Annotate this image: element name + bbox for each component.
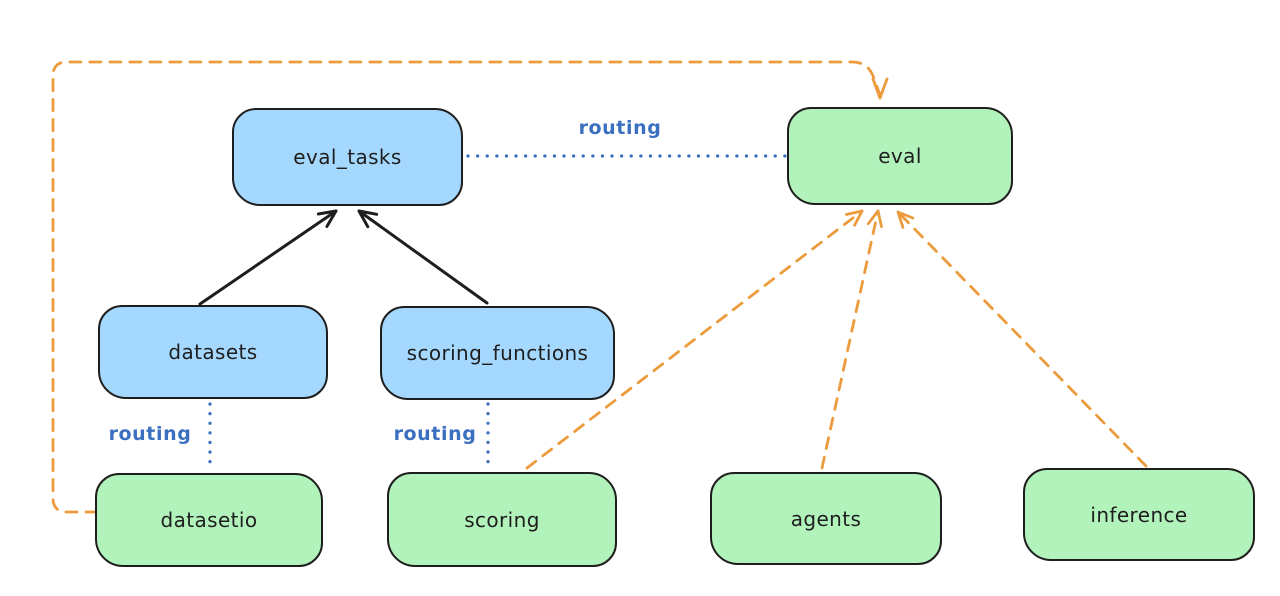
node-scoring-functions: scoring_functions	[380, 306, 615, 400]
node-inference-label: inference	[1090, 502, 1188, 527]
node-agents-label: agents	[790, 506, 862, 531]
node-eval-label: eval	[878, 144, 922, 168]
dashed-inference-to-eval-arrowhead	[896, 210, 915, 229]
node-datasetio: datasetio	[95, 473, 323, 567]
node-eval-tasks: eval_tasks	[232, 108, 463, 206]
node-datasets-label: datasets	[168, 340, 258, 364]
arrow-datasets-to-eval-tasks	[198, 209, 338, 306]
routing-label-datasets-datasetio: routing	[108, 423, 192, 445]
arrow-scoring-functions-to-eval-tasks	[357, 209, 489, 305]
node-inference: inference	[1023, 468, 1255, 561]
routing-label-eval-tasks-eval: routing	[578, 117, 662, 139]
node-datasetio-label: datasetio	[160, 508, 258, 532]
node-eval: eval	[787, 107, 1013, 205]
dashed-inference-to-eval	[896, 210, 1148, 468]
node-scoring: scoring	[387, 472, 617, 567]
dashed-agents-to-eval-arrowhead	[866, 209, 883, 228]
node-scoring-label: scoring	[464, 507, 540, 532]
node-agents: agents	[710, 472, 942, 565]
dashed-agents-to-eval	[820, 209, 880, 470]
node-datasets: datasets	[98, 305, 328, 399]
dashed-datasetio-to-eval-arrowhead	[871, 77, 889, 100]
dashed-scoring-to-eval-arrowhead	[845, 209, 864, 227]
routing-label-scoring-functions-scoring: routing	[393, 423, 477, 445]
node-eval-tasks-label: eval_tasks	[293, 145, 402, 169]
node-scoring-functions-label: scoring_functions	[406, 341, 589, 365]
